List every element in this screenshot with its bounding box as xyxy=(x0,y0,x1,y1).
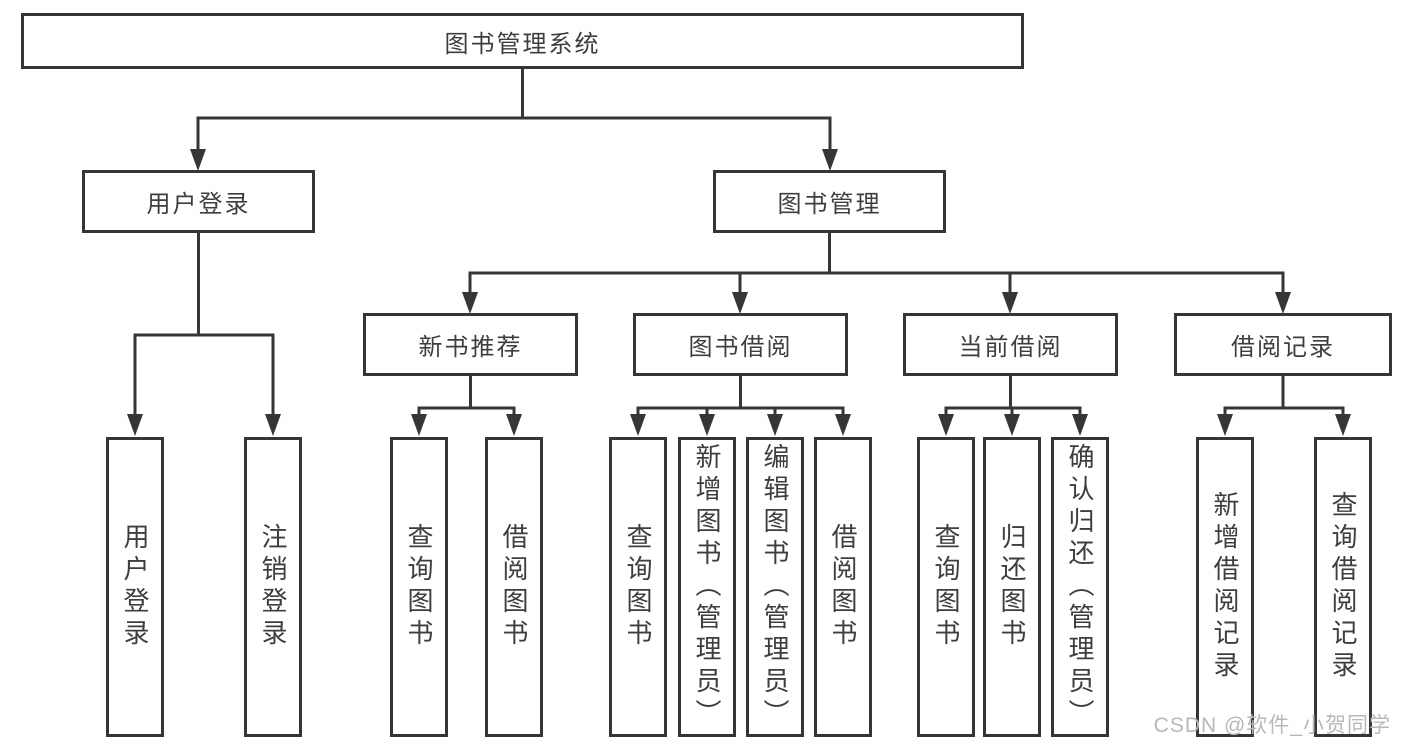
node-book-management-label: 图书管理 xyxy=(777,191,882,218)
leaf-user-login-label: 用户登录 xyxy=(120,523,150,651)
leaf-confirm-return-admin-label: 确认归还（管理员） xyxy=(1065,443,1095,731)
leaf-query-books-recommend-label: 查询图书 xyxy=(404,523,434,651)
node-new-book-recommend: 新书推荐 xyxy=(363,313,578,376)
node-new-book-recommend-label: 新书推荐 xyxy=(418,334,523,361)
node-borrow-record: 借阅记录 xyxy=(1174,313,1392,376)
leaf-add-book-admin: 新增图书（管理员） xyxy=(678,437,736,737)
leaf-add-borrow-record-label: 新增借阅记录 xyxy=(1210,491,1240,683)
leaf-add-book-admin-label: 新增图书（管理员） xyxy=(692,443,722,731)
leaf-query-borrow-record: 查询借阅记录 xyxy=(1314,437,1372,737)
leaf-query-books-current-label: 查询图书 xyxy=(931,523,961,651)
leaf-borrow-books-recommend: 借阅图书 xyxy=(485,437,543,737)
node-user-login: 用户登录 xyxy=(82,170,315,233)
leaf-query-books-borrow-label: 查询图书 xyxy=(623,523,653,651)
node-current-borrow-label: 当前借阅 xyxy=(958,334,1063,361)
leaf-query-books-current: 查询图书 xyxy=(917,437,975,737)
leaf-borrow-books: 借阅图书 xyxy=(814,437,872,737)
leaf-confirm-return-admin: 确认归还（管理员） xyxy=(1051,437,1109,737)
node-book-borrow-label: 图书借阅 xyxy=(688,334,793,361)
leaf-user-login: 用户登录 xyxy=(106,437,164,737)
node-root: 图书管理系统 xyxy=(21,13,1024,69)
leaf-query-borrow-record-label: 查询借阅记录 xyxy=(1328,491,1358,683)
leaf-edit-book-admin-label: 编辑图书（管理员） xyxy=(760,443,790,731)
node-book-borrow: 图书借阅 xyxy=(633,313,848,376)
node-borrow-record-label: 借阅记录 xyxy=(1231,334,1335,361)
leaf-logout: 注销登录 xyxy=(244,437,302,737)
leaf-add-borrow-record: 新增借阅记录 xyxy=(1196,437,1254,737)
leaf-return-books: 归还图书 xyxy=(983,437,1041,737)
node-current-borrow: 当前借阅 xyxy=(903,313,1118,376)
watermark: CSDN @软件_小贺同学 xyxy=(1153,714,1391,737)
leaf-query-books-recommend: 查询图书 xyxy=(390,437,448,737)
leaf-return-books-label: 归还图书 xyxy=(997,523,1027,651)
leaf-edit-book-admin: 编辑图书（管理员） xyxy=(746,437,804,737)
node-root-label: 图书管理系统 xyxy=(444,30,601,58)
leaf-query-books-borrow: 查询图书 xyxy=(609,437,667,737)
node-user-login-label: 用户登录 xyxy=(146,191,251,218)
leaf-borrow-books-label: 借阅图书 xyxy=(828,523,858,651)
leaf-logout-label: 注销登录 xyxy=(258,523,288,651)
leaf-borrow-books-recommend-label: 借阅图书 xyxy=(499,523,529,651)
node-book-management: 图书管理 xyxy=(713,170,946,233)
arrowheads xyxy=(127,149,1351,436)
